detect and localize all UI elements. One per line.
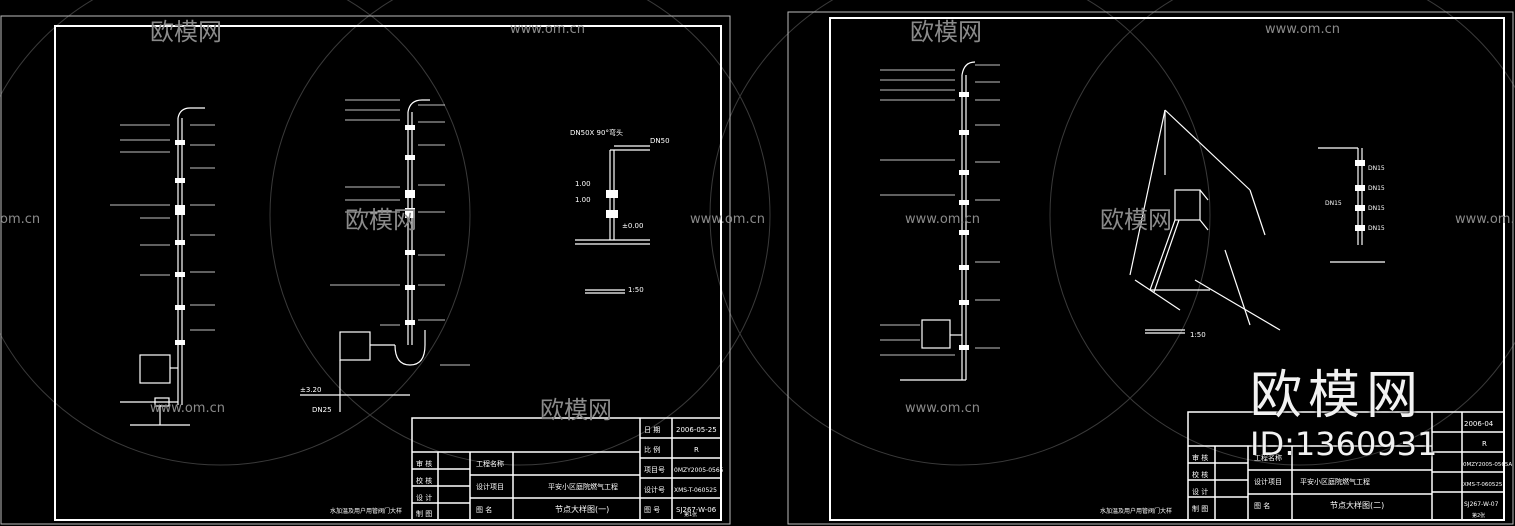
watermark-url-5: www.om.cn (905, 212, 980, 227)
watermark-brand-1: 欧模网 (150, 18, 222, 46)
watermark-url-4: www.om.cn (1265, 22, 1340, 37)
brand-watermark-id: ID:1360931 (1250, 425, 1438, 463)
tb1-date: 2006-05-25 (676, 426, 717, 434)
sheet-1-outer-border (0, 15, 731, 525)
tb2-sheet-label: 第2张 (1472, 512, 1485, 519)
watermark-url-1: www.om.cn (510, 22, 585, 37)
tb1-label-project-no: 项目号 (644, 466, 665, 474)
pipe-tag-1-00-b: 1.00 (575, 196, 591, 204)
sheet-1-note: 水加温及用户用管阀门大样 (330, 507, 402, 515)
brand-watermark-name: 欧模网 (1250, 366, 1425, 426)
elevation-tag: ±3.20 (300, 386, 321, 394)
riser-3-leaders (880, 64, 1000, 356)
title-block-1-frame (411, 417, 722, 521)
riser-1-fittings (175, 140, 185, 345)
tb1-design-item-label: 设计项目 (476, 482, 504, 491)
tb2-row-draw: 制 图 (1192, 504, 1208, 513)
tb1-row-draw: 制 图 (416, 509, 432, 518)
tb2-project-name-label: 工程名称 (1254, 453, 1282, 462)
tb1-drawing-no: SJ267-W-06 (676, 506, 717, 514)
riser-diagram-1 (120, 107, 205, 426)
riser-1-leaders (110, 124, 215, 331)
tb2-row-design: 设 计 (1192, 487, 1208, 496)
small-detail-tag-2: DN15 (1368, 185, 1385, 192)
watermark-brand-5: 欧模网 (1100, 206, 1172, 234)
watermarks: 欧模网 www.om.cn om.cn 欧模网 www.om.cn www.om… (0, 18, 1515, 424)
tb1-label-scale: 比 例 (644, 445, 660, 454)
sheet-1 (0, 15, 731, 525)
isometric-detail (1129, 109, 1281, 334)
tb2-design-no: XMS-T-060525 (1463, 482, 1503, 488)
small-detail-fittings (1355, 160, 1365, 231)
riser-2-fittings (405, 125, 415, 325)
tb1-design-item: 平安小区庭院燃气工程 (548, 482, 618, 491)
sheet-1-inner-border (54, 25, 722, 521)
tb1-row-review: 审 核 (416, 459, 432, 468)
tb2-drawing-no: SJ267-W-07 (1464, 501, 1499, 508)
tb1-design-no: XMS-T-060525 (674, 487, 717, 494)
watermark-url-3: www.om.cn (150, 401, 225, 416)
riser-3-fittings (959, 92, 969, 350)
sheet-2-outer-border (787, 11, 1514, 525)
pipe-tag-dn25: DN25 (312, 406, 332, 414)
tb2-row-review: 审 核 (1192, 453, 1208, 462)
scale-label-isometric: 1:50 (1190, 331, 1206, 339)
sheet-2-labels: 1:50 DN15 DN15 DN15 DN15 DN15 水加温及用户用管阀门… (1100, 165, 1512, 519)
sheet-2 (787, 11, 1514, 525)
sheet-2-inner-border (829, 17, 1505, 521)
elevation-zero: ±0.00 (622, 222, 643, 230)
tb1-row-design: 设 计 (416, 493, 432, 502)
pipe-tag-elbow: DN50X 90°弯头 (570, 128, 623, 137)
watermark-brand-2: 欧模网 (345, 206, 417, 234)
tb2-date: 2006-04 (1464, 420, 1494, 428)
watermark-brand-4: 欧模网 (910, 18, 982, 46)
watermark-url-short-1: om.cn (0, 212, 40, 227)
small-detail-tag-5: DN15 (1325, 200, 1342, 207)
title-block-2-frame (1187, 411, 1505, 521)
riser-2-leaders (330, 99, 470, 366)
pipe-tag-dn50: DN50 (650, 137, 670, 145)
tb1-project-name-label: 工程名称 (476, 459, 504, 468)
tb1-label-date: 日 期 (644, 426, 660, 434)
tb2-drawing-name: 节点大样图(二) (1330, 500, 1384, 510)
small-detail-tag-4: DN15 (1368, 225, 1385, 232)
tb2-project-no: 0MZY2005-0565A (1463, 462, 1512, 468)
node-detail-a-fittings (606, 190, 618, 218)
tb2-design-item-label: 设计项目 (1254, 477, 1282, 486)
watermark-url-2: www.om.cn (690, 212, 765, 227)
tb2-drawing-name-label: 图 名 (1254, 501, 1270, 510)
tb1-label-drawing-no: 图 号 (644, 506, 660, 514)
tb2-row-check: 校 核 (1192, 470, 1208, 479)
riser-diagram-2 (300, 99, 430, 412)
tb1-scale: R (694, 446, 699, 454)
watermark-arcs (0, 0, 1515, 466)
tb2-design-item: 平安小区庭院燃气工程 (1300, 477, 1370, 486)
riser-diagram-3 (900, 61, 976, 381)
sheet-2-note: 水加温及用户用管阀门大样 (1100, 507, 1172, 515)
scale-label-node-a: 1:50 (628, 286, 644, 294)
tb1-sheet-label: 第1张 (684, 511, 697, 518)
tb1-drawing-name-label: 图 名 (476, 505, 492, 514)
tb1-drawing-name: 节点大样图(一) (555, 504, 609, 514)
pipe-tag-1-00-a: 1.00 (575, 180, 591, 188)
tb1-project-no: 0MZY2005-0565 (674, 467, 724, 474)
node-detail-a (575, 145, 650, 294)
watermark-url-6: www.om.cn (1455, 212, 1515, 227)
watermark-url-7: www.om.cn (905, 401, 980, 416)
tb1-row-check: 校 核 (416, 476, 432, 485)
sheet-1-labels: ±3.20 DN25 DN50X 90°弯头 DN50 1.00 1.00 ±0… (300, 128, 724, 518)
small-detail-tag-3: DN15 (1368, 205, 1385, 212)
brand-watermark-overlay: 欧模网 ID:1360931 (1250, 368, 1510, 464)
small-detail-tag-1: DN15 (1368, 165, 1385, 172)
tb2-scale: R (1482, 440, 1487, 448)
tb1-label-design-no: 设计号 (644, 485, 665, 494)
watermark-brand-3: 欧模网 (540, 396, 612, 424)
